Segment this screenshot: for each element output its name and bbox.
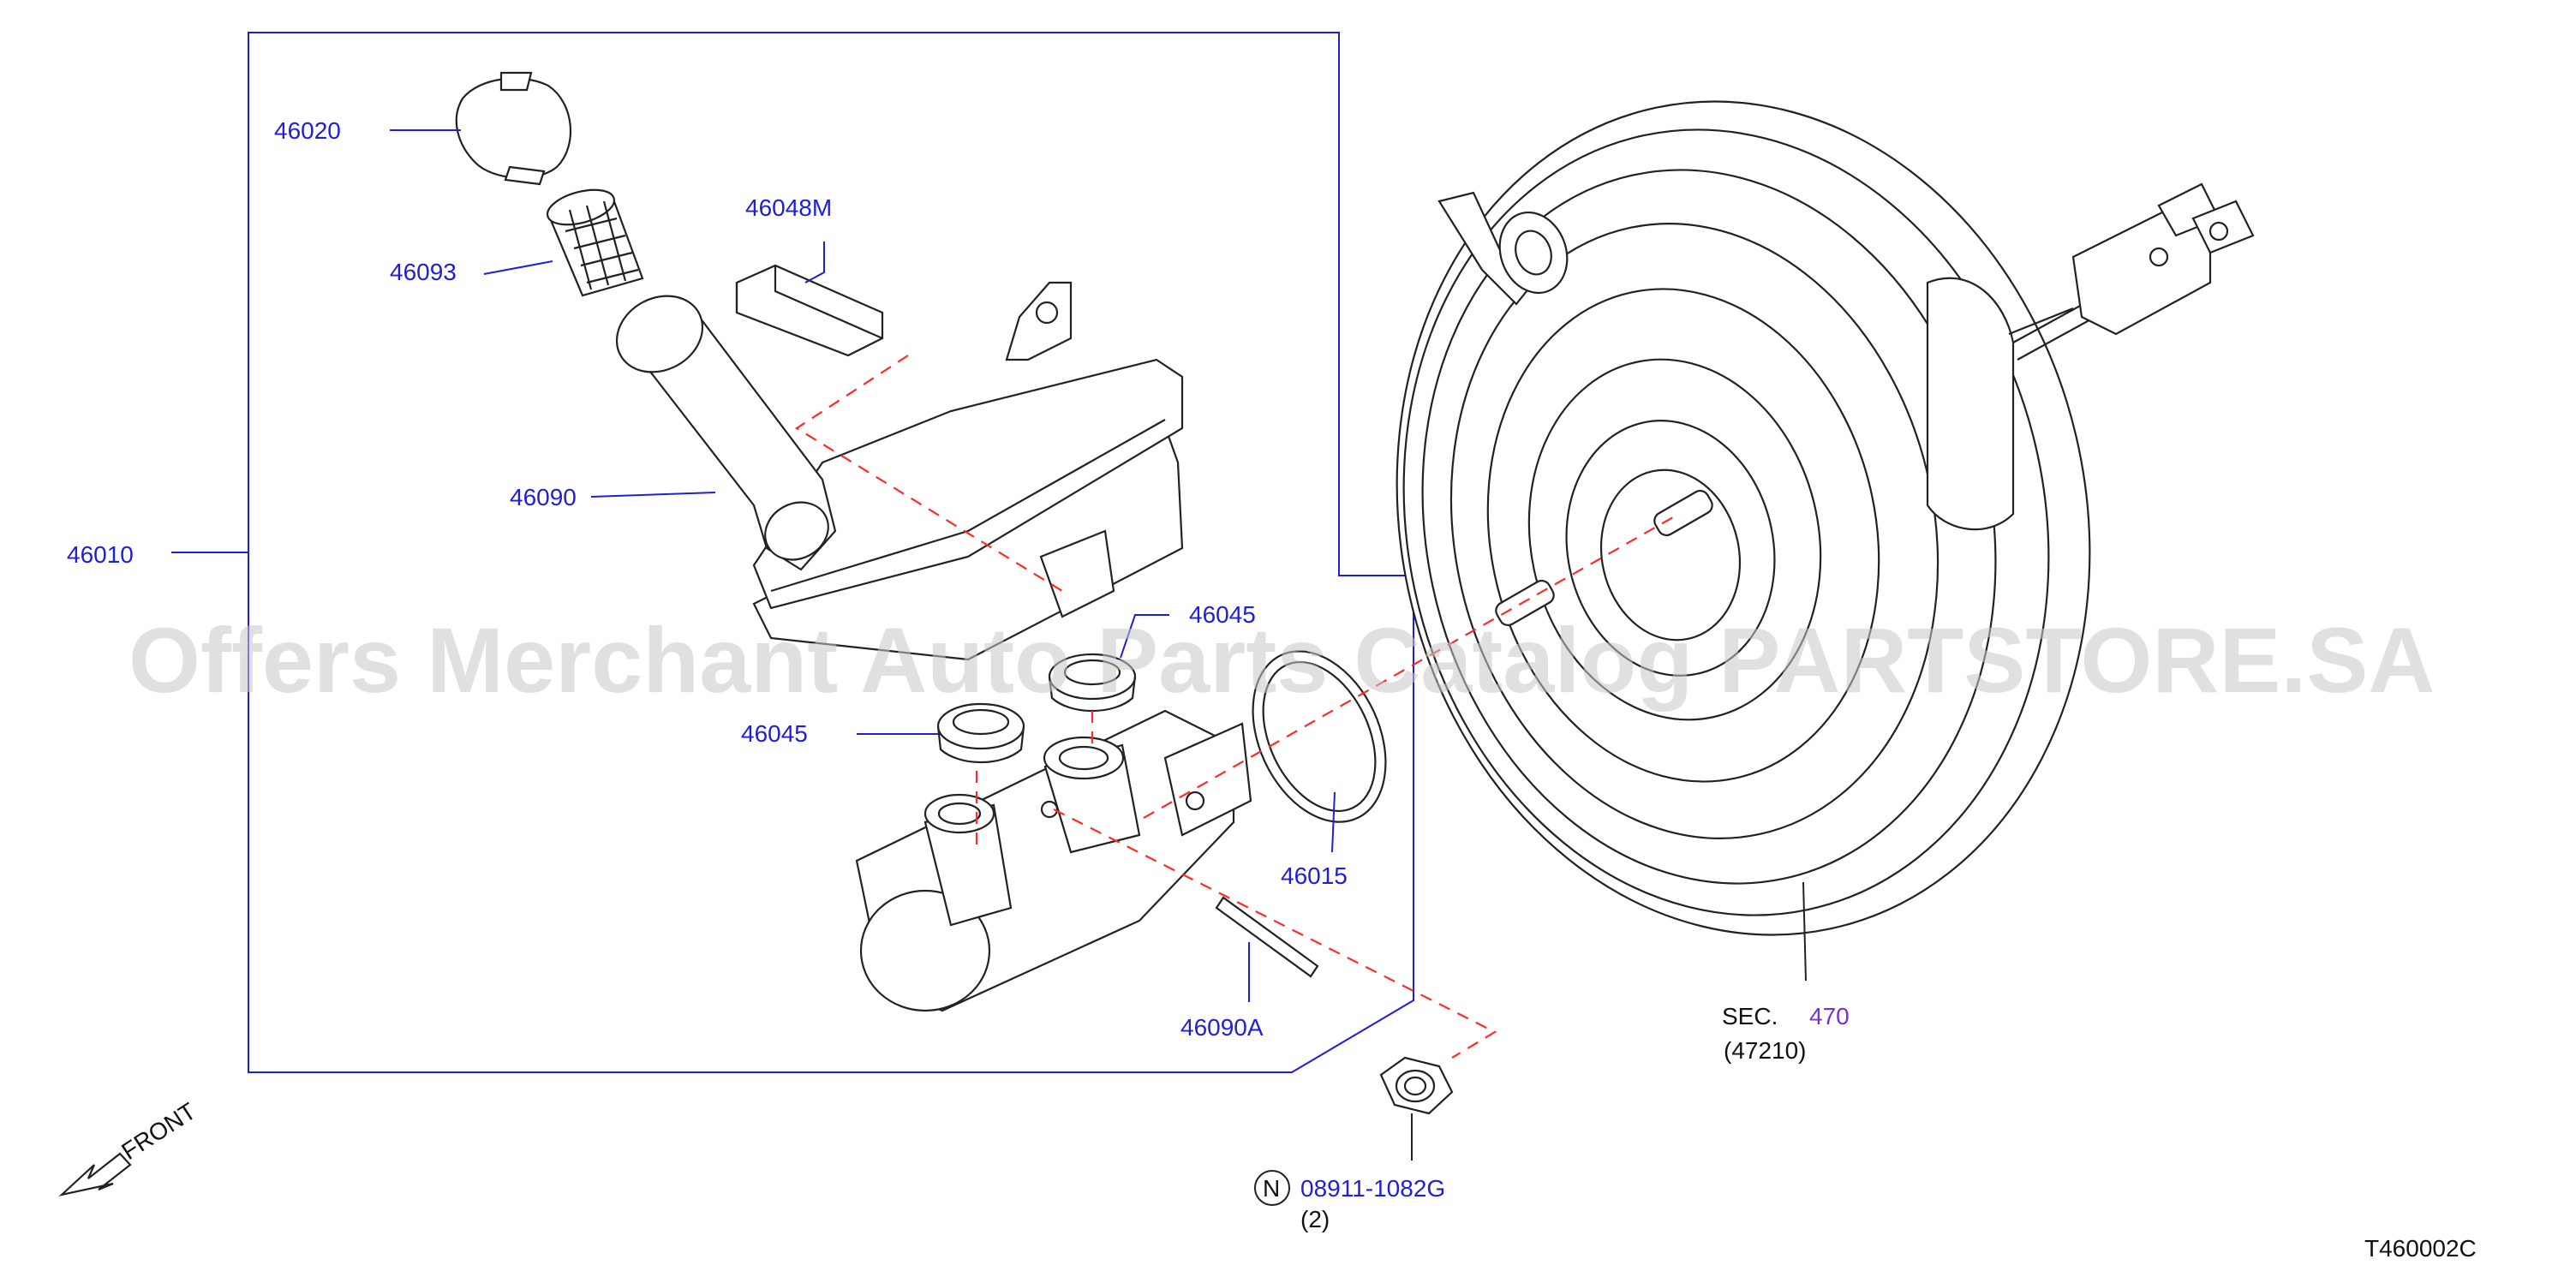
assembly-frame [248, 32, 1414, 1073]
label-46048m[interactable]: 46048M [745, 194, 832, 221]
nut-08911-1082g [1379, 1056, 1454, 1115]
diagram-code: T460002C [2364, 1235, 2477, 1262]
nut-marker-letter: N [1263, 1175, 1280, 1202]
label-46045-upper[interactable]: 46045 [1189, 601, 1256, 628]
strainer-46093 [546, 188, 644, 297]
nut-marker-circle [1254, 1170, 1290, 1206]
brake-booster [1396, 100, 2255, 936]
label-46045-lower[interactable]: 46045 [741, 720, 808, 747]
label-nut-quantity: (2) [1300, 1206, 1330, 1232]
o-ring-46015 [1252, 650, 1387, 823]
master-cylinder [855, 709, 1252, 1012]
grommet-46045-upper [1048, 653, 1137, 712]
label-46093[interactable]: 46093 [390, 259, 457, 285]
front-indicator: FRONT [58, 1098, 200, 1196]
label-46020[interactable]: 46020 [274, 117, 341, 144]
reservoir-tank [615, 281, 1184, 661]
label-sec-prefix: SEC. [1722, 1003, 1778, 1029]
reservoir-cap-46020 [455, 71, 572, 186]
front-arrow-icon [58, 1152, 132, 1196]
pin-46090a [1215, 896, 1319, 978]
label-46090[interactable]: 46090 [510, 484, 577, 510]
front-label: FRONT [117, 1098, 200, 1166]
grommet-46045-lower [936, 702, 1025, 763]
label-sec-ref: (47210) [1724, 1037, 1807, 1064]
label-sec-470-link[interactable]: 470 [1809, 1003, 1850, 1029]
label-46010[interactable]: 46010 [67, 541, 134, 568]
label-46015[interactable]: 46015 [1281, 862, 1348, 889]
label-08911-1082g[interactable]: 08911-1082G [1300, 1175, 1445, 1202]
assembly-guides [794, 355, 1680, 1059]
watermark: Offers Merchant Auto Parts Catalog PARTS… [129, 608, 2435, 712]
label-46090a[interactable]: 46090A [1180, 1014, 1264, 1041]
seal-46048m [735, 264, 884, 357]
